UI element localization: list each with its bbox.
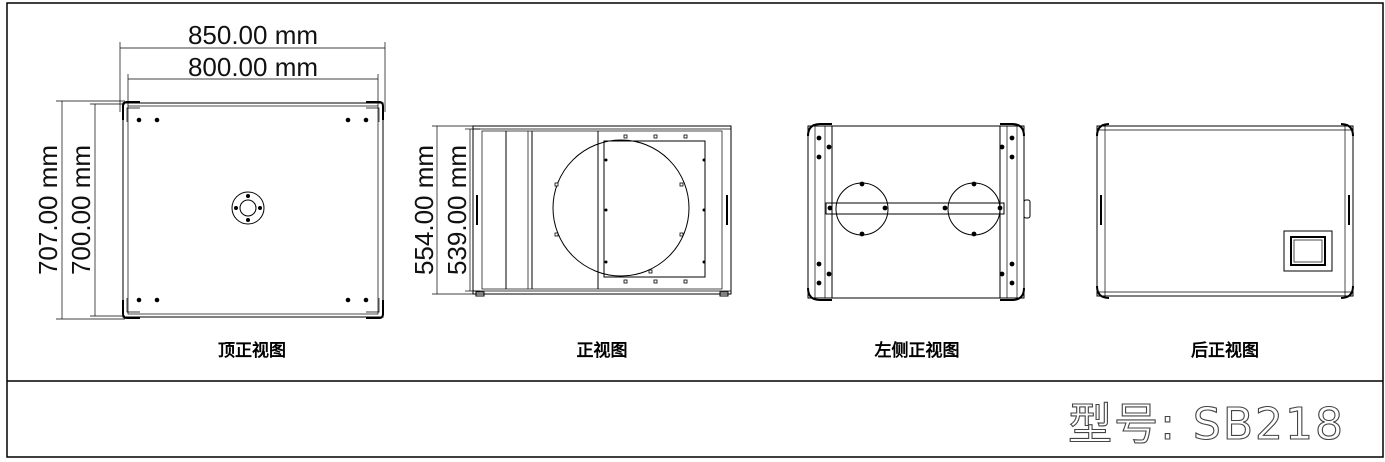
- rear-cabinet-outline: [1096, 125, 1354, 297]
- front-bass-port: [505, 131, 599, 289]
- front-view-caption: 正视图: [577, 340, 628, 361]
- left-side-view: 左侧正视图: [807, 123, 1031, 361]
- top-depth-dimensions: 707.00 mm 700.00 mm: [33, 100, 125, 320]
- left-side-view-caption: 左侧正视图: [875, 340, 960, 361]
- front-outer-height-label: 554.00 mm: [409, 145, 439, 275]
- top-cabinet-outline: [122, 102, 384, 318]
- front-plate-screws: [554, 134, 706, 284]
- top-outer-width-label: 850.00 mm: [188, 20, 318, 50]
- top-corner-brackets: [122, 101, 384, 319]
- side-rigging-bar: [825, 181, 1005, 237]
- model-label: 型号: SB218: [1068, 399, 1345, 450]
- top-width-dimensions: 850.00 mm 800.00 mm: [119, 20, 386, 112]
- front-view: 554.00 mm 539.00 mm: [409, 125, 732, 361]
- top-inner-width-label: 800.00 mm: [188, 52, 318, 82]
- side-screws: [816, 135, 1015, 286]
- front-height-dimensions: 554.00 mm 539.00 mm: [409, 125, 480, 295]
- rear-view-caption: 后正视图: [1191, 340, 1259, 361]
- front-inner-height-label: 539.00 mm: [442, 145, 472, 275]
- front-woofer-outline: [552, 139, 690, 277]
- top-view-caption: 顶正视图: [218, 340, 286, 361]
- top-view: 850.00 mm 800.00 mm 707.00 mm 700.00 mm: [33, 20, 386, 361]
- top-screws: [136, 117, 369, 303]
- top-inner-depth-label: 700.00 mm: [66, 145, 96, 275]
- rear-connector-plate: [1283, 230, 1333, 272]
- top-pole-mount: [231, 191, 265, 225]
- top-outer-depth-label: 707.00 mm: [33, 145, 63, 275]
- rear-view: 后正视图: [1096, 123, 1354, 361]
- front-cabinet-outline: [472, 125, 732, 295]
